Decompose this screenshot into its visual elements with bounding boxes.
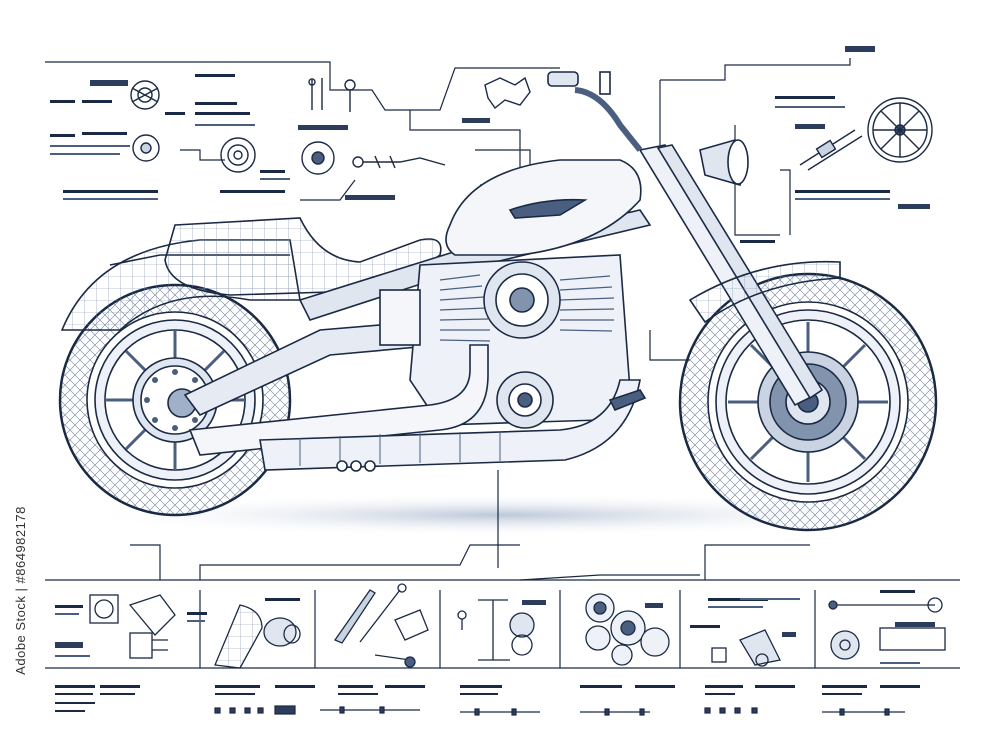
- panel-3-parts: [334, 583, 429, 668]
- front-fender: [688, 260, 841, 324]
- stock-id-label: Adobe Stock | #864982178: [2, 430, 38, 750]
- bottom-panels: [45, 590, 960, 669]
- panel-1-parts: [55, 594, 176, 659]
- brake-disc-icon: [132, 134, 335, 175]
- bottom-bolt-row: [214, 705, 905, 716]
- leader-lines: [45, 58, 960, 581]
- panel-4-parts: [457, 599, 546, 661]
- wheel-icon: [867, 97, 933, 163]
- lever-icon: [484, 76, 531, 110]
- spark-plug-icon: [799, 129, 863, 171]
- engine-icon: [379, 254, 631, 429]
- front-fork: [638, 144, 824, 407]
- panel-7-parts: [828, 590, 946, 664]
- motorcycle: [58, 71, 938, 532]
- footpeg: [608, 389, 647, 412]
- stock-id-text: Adobe Stock | #864982178: [12, 505, 28, 675]
- wrench-icon: [308, 78, 446, 169]
- top-left-callouts: [50, 74, 490, 200]
- exhaust-pipe: [188, 344, 489, 456]
- bottom-text-blocks: [55, 685, 920, 712]
- gear-icon: [130, 80, 160, 110]
- exhaust-pipe-lower: [259, 379, 641, 471]
- gear-cluster-icon: [585, 593, 670, 666]
- panel-6-parts: [690, 598, 800, 667]
- top-right-callouts: [740, 46, 930, 243]
- handlebar-icon: [547, 71, 643, 152]
- ground-shadow: [70, 493, 930, 537]
- headlight-icon: [699, 139, 749, 186]
- panel-2-parts: [187, 598, 301, 669]
